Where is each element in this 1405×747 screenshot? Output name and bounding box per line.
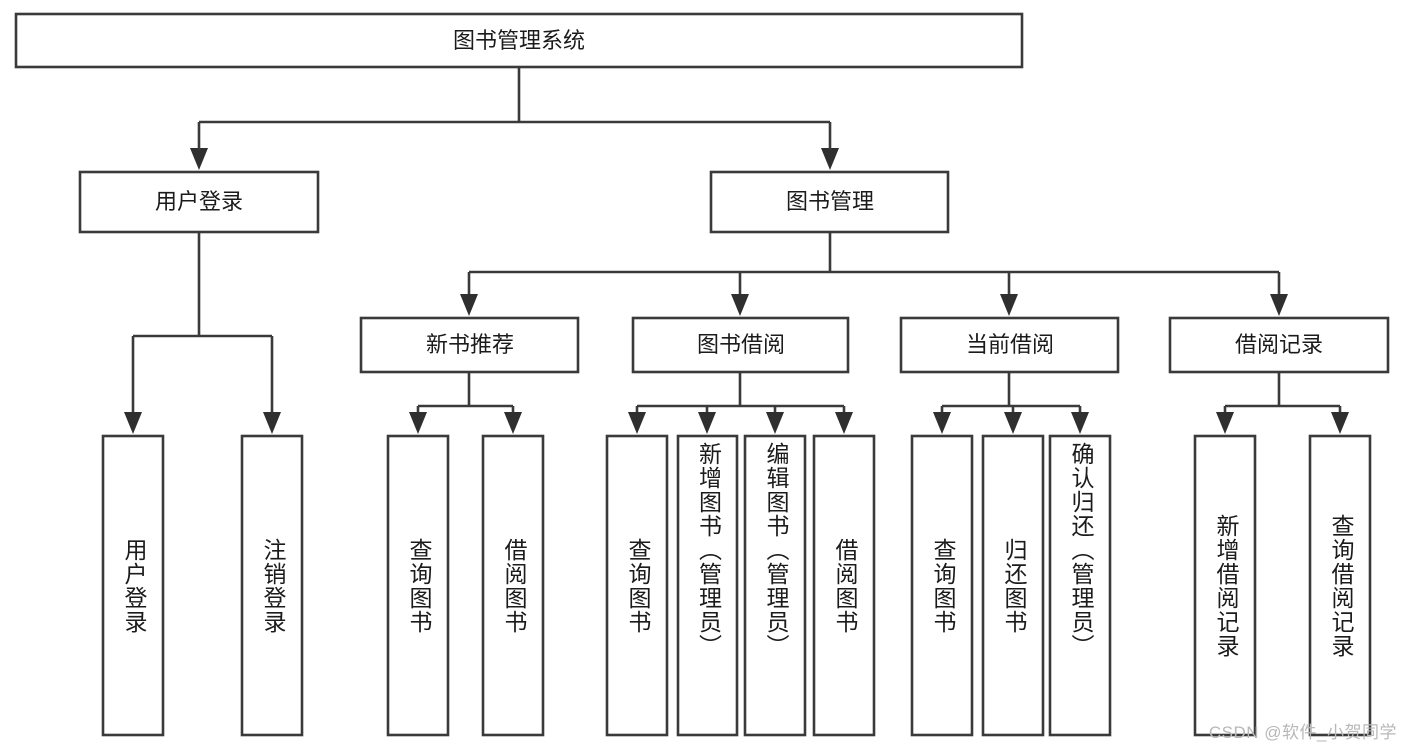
leaf-box-query-book-3[interactable] — [910, 434, 974, 737]
arrow-head-icon — [1216, 412, 1234, 434]
arrow-head-icon — [835, 412, 853, 434]
connector-bookmanage-to-level3 — [460, 232, 1288, 316]
leaf-box-logout[interactable] — [240, 434, 304, 737]
arrow-head-icon — [933, 412, 951, 434]
connector-userlogin-to-leaves — [124, 232, 281, 434]
leaf-box-query-borrow-record[interactable] — [1308, 434, 1372, 737]
connector-currentborrow-to-leaves — [933, 372, 1089, 434]
node-user-login-label: 用户登录 — [155, 189, 243, 214]
connector-root-to-level2 — [190, 67, 839, 170]
leaf-box-confirm-return[interactable] — [1048, 434, 1112, 737]
leaf-box-query-book-2[interactable] — [605, 434, 669, 737]
node-borrow-record[interactable]: 借阅记录 — [1168, 316, 1390, 374]
connector-bookborrow-to-leaves — [628, 372, 853, 434]
connector-borrowrecord-to-leaves — [1216, 372, 1349, 434]
leaf-box-edit-book[interactable] — [743, 434, 807, 737]
arrow-head-icon — [1000, 294, 1018, 316]
leaf-box-user-login[interactable] — [101, 434, 165, 737]
leaf-boxes — [101, 434, 1372, 737]
leaf-box-borrow-book-2[interactable] — [812, 434, 876, 737]
arrow-head-icon — [1071, 412, 1089, 434]
arrow-head-icon — [190, 148, 208, 170]
leaf-box-borrow-book-1[interactable] — [481, 434, 545, 737]
node-book-borrow-label: 图书借阅 — [697, 332, 785, 357]
arrow-head-icon — [628, 412, 646, 434]
arrow-head-icon — [263, 412, 281, 434]
node-current-borrow-label: 当前借阅 — [966, 332, 1054, 357]
csdn-watermark: CSDN @软件_小贺同学 — [1208, 723, 1397, 742]
leaf-box-return-book[interactable] — [981, 434, 1045, 737]
arrow-head-icon — [504, 412, 522, 434]
node-book-manage-label: 图书管理 — [786, 189, 874, 214]
arrow-head-icon — [409, 412, 427, 434]
node-borrow-record-label: 借阅记录 — [1235, 332, 1323, 357]
node-current-borrow[interactable]: 当前借阅 — [899, 316, 1120, 374]
node-root-system[interactable]: 图书管理系统 — [14, 12, 1024, 69]
arrow-head-icon — [821, 148, 839, 170]
arrow-head-icon — [731, 294, 749, 316]
node-book-manage[interactable]: 图书管理 — [709, 170, 950, 234]
arrow-head-icon — [1331, 412, 1349, 434]
node-root-label: 图书管理系统 — [453, 28, 585, 53]
node-new-book-recommend[interactable]: 新书推荐 — [359, 316, 580, 374]
arrow-head-icon — [460, 294, 478, 316]
node-user-login[interactable]: 用户登录 — [78, 170, 320, 234]
node-new-book-recommend-label: 新书推荐 — [426, 332, 514, 357]
arrow-head-icon — [1270, 294, 1288, 316]
leaf-box-query-book-1[interactable] — [386, 434, 450, 737]
arrow-head-icon — [698, 412, 716, 434]
node-book-borrow[interactable]: 图书借阅 — [631, 316, 850, 374]
connector-newbook-to-leaves — [409, 372, 522, 434]
arrow-head-icon — [1004, 412, 1022, 434]
leaf-box-add-book[interactable] — [676, 434, 739, 737]
leaf-box-add-borrow-record[interactable] — [1193, 434, 1257, 737]
arrow-head-icon — [766, 412, 784, 434]
arrow-head-icon — [124, 412, 142, 434]
